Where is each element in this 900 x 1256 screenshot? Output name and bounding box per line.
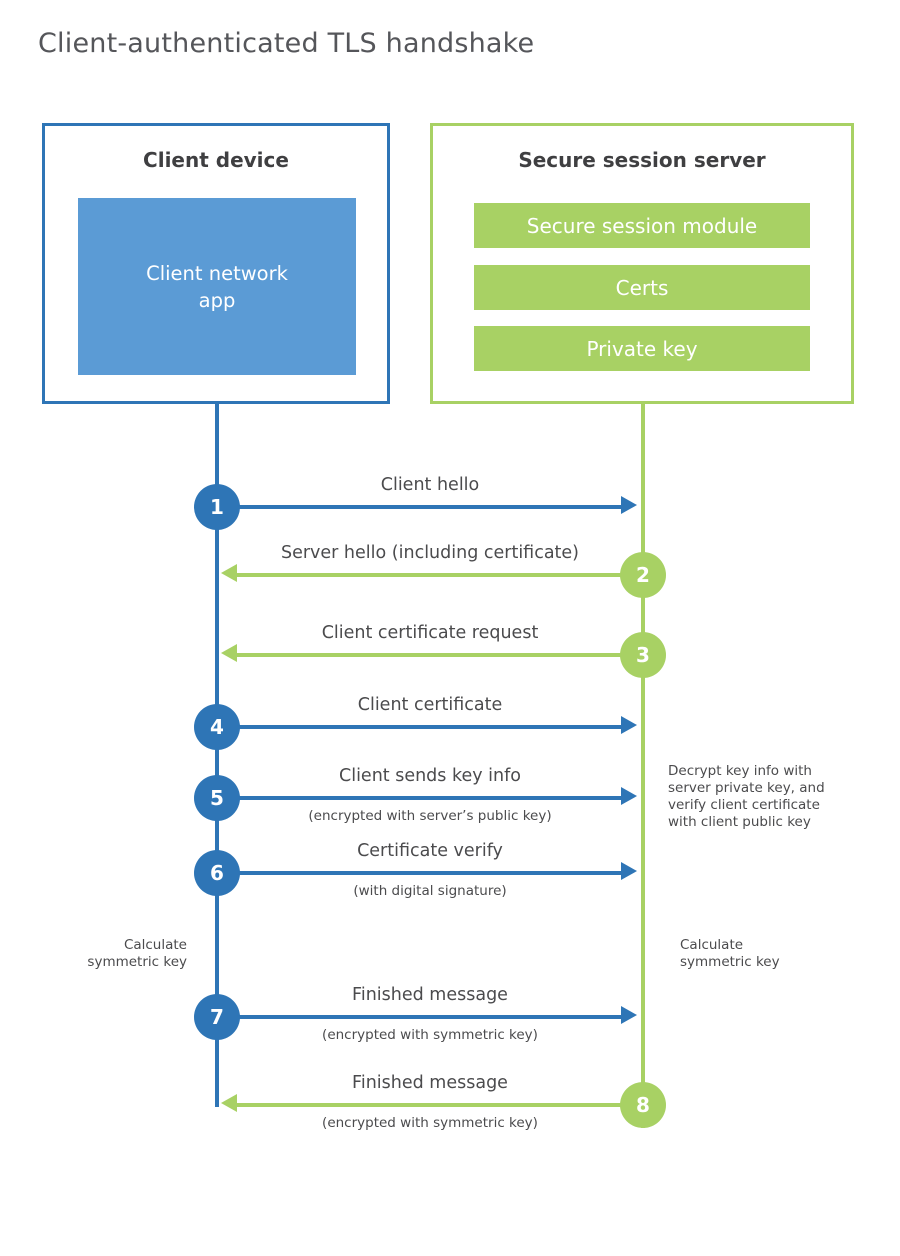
annotation-decrypt-key-info: Decrypt key info with server private key… — [668, 763, 825, 830]
client-device-title: Client device — [143, 148, 289, 172]
step-8-arrow — [237, 1103, 641, 1107]
step-3-label: Client certificate request — [321, 623, 539, 643]
step-7-arrowhead-icon — [621, 1006, 637, 1024]
step-2-arrow — [237, 573, 641, 577]
step-1-arrow — [217, 505, 621, 509]
module-bar-certs: Certs — [474, 265, 810, 310]
step-6-circle: 6 — [194, 850, 240, 896]
step-3-arrowhead-icon — [221, 644, 237, 662]
page-title: Client-authenticated TLS handshake — [38, 28, 535, 59]
step-2-circle: 2 — [620, 552, 666, 598]
step-6-arrowhead-icon — [621, 862, 637, 880]
server-title: Secure session server — [518, 148, 766, 172]
annotation-calculate-symmetric-key-server: Calculate symmetric key — [680, 937, 780, 970]
step-8-circle: 8 — [620, 1082, 666, 1128]
step-1-arrowhead-icon — [621, 496, 637, 514]
step-2-label: Server hello (including certificate) — [280, 543, 580, 563]
step-8-sublabel: (encrypted with symmetric key) — [322, 1115, 538, 1131]
module-bar-secure-session-module: Secure session module — [474, 203, 810, 248]
step-5-arrow — [217, 796, 621, 800]
step-8-label: Finished message — [352, 1073, 508, 1093]
client-device-box: Client device Client network app — [42, 123, 390, 404]
step-5-circle: 5 — [194, 775, 240, 821]
step-3-arrow — [237, 653, 641, 657]
step-7-circle: 7 — [194, 994, 240, 1040]
server-box: Secure session server Secure session mod… — [430, 123, 854, 404]
step-1-circle: 1 — [194, 484, 240, 530]
step-7-sublabel: (encrypted with symmetric key) — [322, 1027, 538, 1043]
step-6-sublabel: (with digital signature) — [353, 883, 507, 899]
step-4-arrowhead-icon — [621, 716, 637, 734]
step-6-label: Certificate verify — [357, 841, 503, 861]
client-network-app-box: Client network app — [78, 198, 356, 375]
step-7-label: Finished message — [352, 985, 508, 1005]
step-8-arrowhead-icon — [221, 1094, 237, 1112]
module-bar-private-key: Private key — [474, 326, 810, 371]
step-5-arrowhead-icon — [621, 787, 637, 805]
server-lifeline — [641, 404, 645, 1128]
step-4-label: Client certificate — [357, 695, 503, 715]
step-4-circle: 4 — [194, 704, 240, 750]
step-6-arrow — [217, 871, 621, 875]
step-3-circle: 3 — [620, 632, 666, 678]
step-7-arrow — [217, 1015, 621, 1019]
step-1-label: Client hello — [380, 475, 480, 495]
step-4-arrow — [217, 725, 621, 729]
step-5-sublabel: (encrypted with server’s public key) — [308, 808, 552, 824]
annotation-calculate-symmetric-key-client: Calculate symmetric key — [87, 937, 187, 970]
client-lifeline — [215, 404, 219, 1107]
step-2-arrowhead-icon — [221, 564, 237, 582]
step-5-label: Client sends key info — [338, 766, 521, 786]
